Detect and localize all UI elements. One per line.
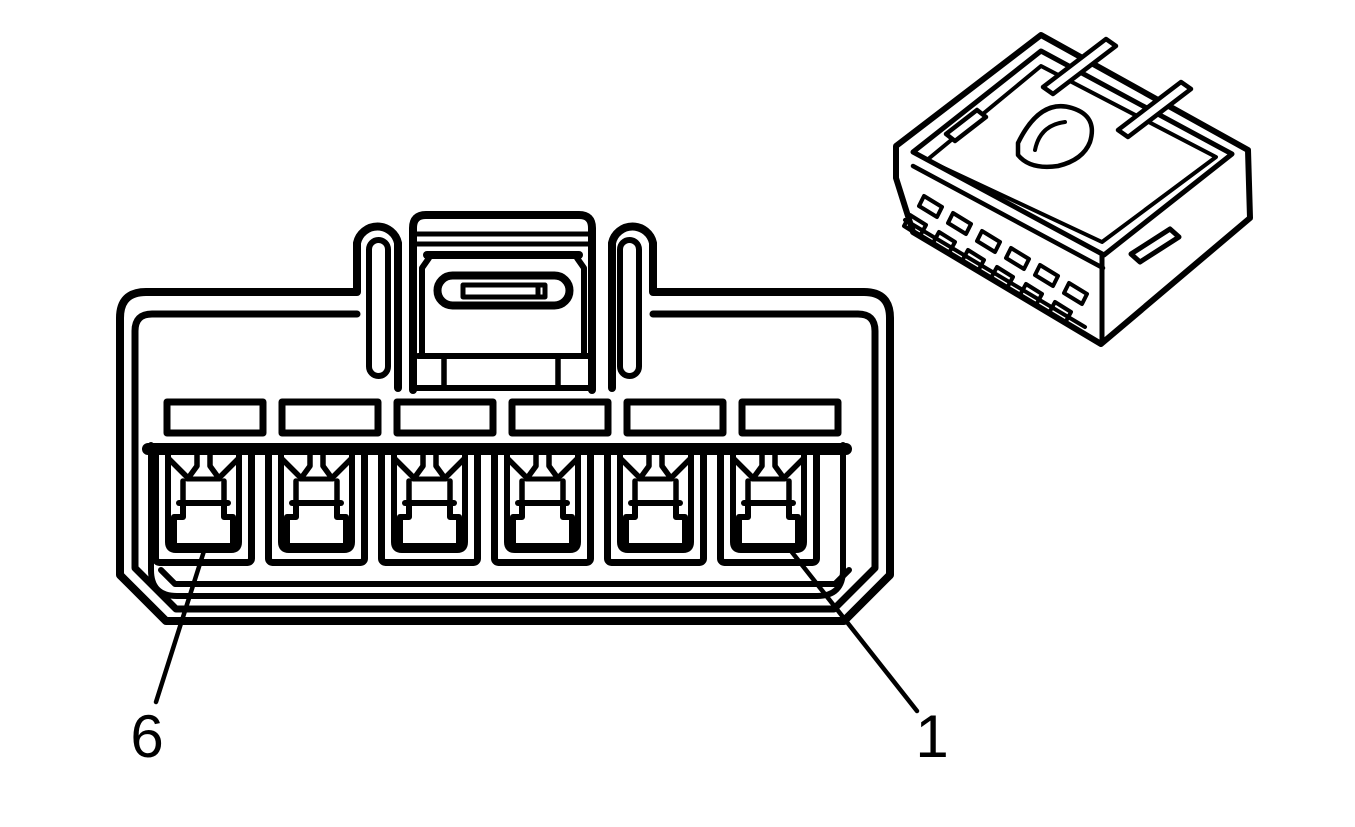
iso-hole xyxy=(1047,300,1073,325)
iso-index-slot xyxy=(1128,226,1182,265)
latch-outer-wall xyxy=(409,211,596,394)
iso-hole xyxy=(1018,282,1044,307)
pin-1-label: 1 xyxy=(915,703,948,770)
bottom-step-line xyxy=(158,567,852,587)
latch-band-dividers xyxy=(441,353,561,391)
terminal-cavity-6 xyxy=(156,450,252,563)
iso-hole xyxy=(1004,246,1031,271)
body-inner-outline xyxy=(131,310,879,613)
terminal-cavity-2 xyxy=(608,450,704,563)
iso-hole xyxy=(1033,263,1060,288)
iso-latch-hook-detail xyxy=(1033,120,1067,152)
terminal-cavity-5 xyxy=(269,450,365,563)
iso-rib-middle xyxy=(1040,36,1119,97)
cavity-top-slot-3 xyxy=(508,398,612,437)
iso-rib-right xyxy=(1115,79,1194,140)
iso-rib-left xyxy=(943,107,989,144)
front-view: 6 1 xyxy=(116,211,949,770)
cavity-top-slot-4 xyxy=(393,398,497,437)
latch-lock-bar xyxy=(460,282,548,300)
latch-ridges xyxy=(411,231,594,247)
latch-lock-window-pill xyxy=(433,271,574,310)
iso-hole xyxy=(989,265,1015,290)
latch xyxy=(409,211,596,394)
iso-hole xyxy=(946,211,973,236)
flex-arm-slot-left xyxy=(366,237,391,379)
iso-hole xyxy=(917,194,944,219)
latch-frame-sides xyxy=(419,255,587,359)
isometric-view xyxy=(893,32,1253,347)
cavity-top-slot-6 xyxy=(163,398,267,437)
iso-top-rim-inner xyxy=(925,64,1218,244)
iso-front-edge-line xyxy=(910,163,1106,271)
pin-6-label: 6 xyxy=(130,703,163,770)
iso-hole xyxy=(931,230,957,255)
body-outer-outline xyxy=(116,222,894,625)
iso-latch-hook xyxy=(1015,104,1095,170)
cavity-top-slot-1 xyxy=(738,398,842,437)
leader-line-pin-1 xyxy=(788,548,920,714)
leader-line-pin-6 xyxy=(153,548,207,705)
iso-hole xyxy=(902,213,928,238)
iso-hole xyxy=(975,229,1002,254)
iso-top-rim-outer xyxy=(910,48,1235,258)
terminal-cavity-row xyxy=(156,450,817,563)
cavity-top-slot-2 xyxy=(623,398,727,437)
cavity-top-slot-5 xyxy=(278,398,382,437)
terminal-cavity-4 xyxy=(382,450,478,563)
terminal-cavity-1 xyxy=(721,450,817,563)
iso-terminal-holes xyxy=(902,194,1089,325)
latch-base-band xyxy=(411,353,595,391)
iso-hole xyxy=(960,248,986,273)
cavity-slot-row xyxy=(163,398,842,437)
flex-arm-slot-right xyxy=(617,237,642,379)
terminal-cavity-3 xyxy=(495,450,591,563)
iso-hole xyxy=(1062,281,1089,306)
